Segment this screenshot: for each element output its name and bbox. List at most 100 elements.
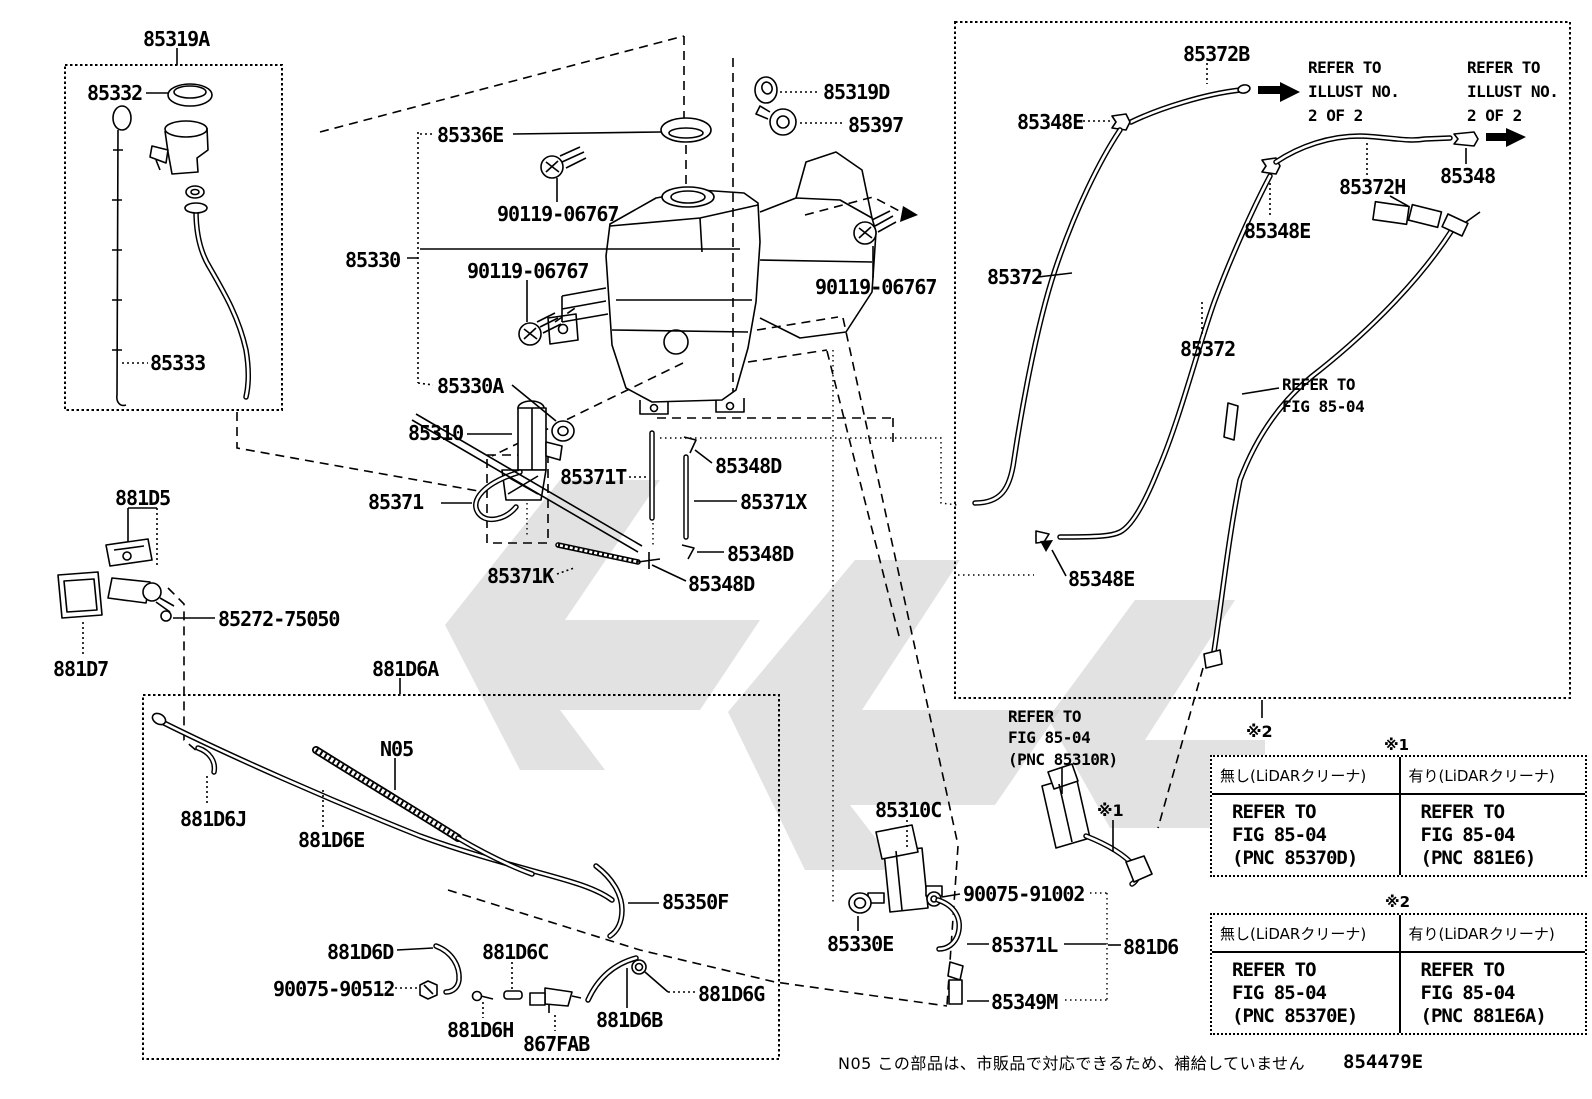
joint-881D6C bbox=[503, 962, 523, 1000]
part-label-85332: 85332 bbox=[87, 81, 142, 105]
part-label-85371X: 85371X bbox=[740, 490, 807, 514]
refer-illust-2-line1: REFER TO bbox=[1467, 58, 1540, 77]
table-2-cell-with-line1: REFER TO bbox=[1420, 959, 1506, 981]
part-label-85348E-2: 85348E bbox=[1244, 219, 1310, 243]
table-2-cell-without-line2: FIG 85-04 bbox=[1232, 982, 1327, 1004]
joint-881D6J bbox=[195, 745, 218, 806]
part-label-881D6B: 881D6B bbox=[596, 1008, 663, 1032]
hose-881D6B bbox=[585, 955, 639, 1008]
lidar-cleaner-valve-cluster bbox=[57, 507, 215, 655]
document-code: 854479E bbox=[1343, 1051, 1424, 1073]
nozzle-867FAB bbox=[529, 987, 582, 1031]
lidar-hose-assembly bbox=[1203, 195, 1481, 669]
refer-fig8504-line1: REFER TO bbox=[1282, 375, 1355, 394]
valve-85397 bbox=[755, 105, 845, 136]
table-2-cell-with: REFER TO FIG 85-04 (PNC 881E6A) bbox=[1398, 953, 1586, 1033]
bracket-881D6 bbox=[1065, 892, 1108, 1001]
part-label-85310C: 85310C bbox=[875, 798, 941, 822]
part-label-85350F: 85350F bbox=[662, 890, 728, 914]
part-label-85349M: 85349M bbox=[991, 990, 1058, 1014]
connector-85348 bbox=[1453, 131, 1479, 164]
part-label-881D7: 881D7 bbox=[53, 657, 108, 681]
hose-N05 bbox=[312, 746, 535, 877]
refer-illust-1-line2: ILLUST NO. bbox=[1308, 82, 1399, 101]
hose-881D6E bbox=[151, 712, 615, 903]
part-label-881D6G: 881D6G bbox=[698, 982, 765, 1006]
part-label-85330E: 85330E bbox=[827, 932, 893, 956]
refer-illust-2-line2: ILLUST NO. bbox=[1467, 82, 1558, 101]
hose-set-box-881D6A bbox=[142, 678, 780, 1060]
tube-85371X bbox=[683, 454, 737, 540]
note-mark-1: ※1 bbox=[1097, 801, 1124, 820]
refer-text-blocks: REFER TO ILLUST NO. 2 OF 2 REFER TO ILLU… bbox=[1008, 58, 1559, 769]
part-label-881D6: 881D6 bbox=[1123, 935, 1178, 959]
table-1-cell-with-line3: (PNC 881E6) bbox=[1420, 847, 1537, 869]
leader-85336E bbox=[512, 131, 662, 135]
table-1-header-without: 無し(LiDARクリーナ) bbox=[1212, 757, 1399, 795]
part-label-85348E-1: 85348E bbox=[1017, 110, 1083, 134]
joint-85350F bbox=[593, 863, 659, 939]
part-label-90075-91002: 90075-91002 bbox=[963, 882, 1084, 906]
part-label-881D6H: 881D6H bbox=[447, 1018, 513, 1042]
construction-lines bbox=[167, 35, 1204, 1007]
part-label-85371: 85371 bbox=[368, 490, 424, 514]
refer-illust-1-line1: REFER TO bbox=[1308, 58, 1381, 77]
table-2-header-without: 無し(LiDARクリーナ) bbox=[1212, 915, 1399, 953]
part-label-85348D-1: 85348D bbox=[715, 454, 782, 478]
part-label-90119-06767-1: 90119-06767 bbox=[497, 202, 618, 226]
clips-85348D bbox=[637, 436, 724, 582]
leader-85330 bbox=[407, 248, 740, 259]
tube-85372H bbox=[1273, 133, 1453, 176]
table-1-cell-without-line2: FIG 85-04 bbox=[1232, 824, 1327, 846]
tube-85372-1 bbox=[972, 127, 1123, 506]
part-label-85310: 85310 bbox=[408, 421, 463, 445]
direction-arrows bbox=[1258, 82, 1526, 147]
grommet-85319D bbox=[754, 76, 820, 104]
part-label-85348D-2: 85348D bbox=[727, 542, 794, 566]
refer-illust-1-line3: 2 OF 2 bbox=[1308, 106, 1363, 125]
watermark-logo bbox=[445, 480, 1265, 870]
table-1-cell-without-line3: (PNC 85370D) bbox=[1232, 847, 1358, 869]
grommet-85330A bbox=[551, 420, 575, 442]
pump-85310C-assembly bbox=[848, 820, 1121, 1005]
tube-85372-2 bbox=[1057, 173, 1273, 540]
part-label-85371L: 85371L bbox=[991, 933, 1058, 957]
table-2-header-with: 有り(LiDARクリーナ) bbox=[1398, 915, 1585, 953]
part-label-881D6A: 881D6A bbox=[372, 657, 439, 681]
refer-pnc85310R-line1: REFER TO bbox=[1008, 707, 1081, 726]
funnel-part bbox=[149, 120, 251, 400]
part-label-85272-75050: 85272-75050 bbox=[218, 607, 339, 631]
tube-85371T bbox=[629, 430, 655, 521]
screw-90119-06767-1 bbox=[540, 146, 587, 202]
part-label-85348E-3: 85348E bbox=[1068, 567, 1134, 591]
footnote-text: N05 この部品は、市販品で対応できるため、補給していません bbox=[838, 1054, 1306, 1073]
part-label-85330A: 85330A bbox=[437, 374, 504, 398]
part-label-867FAB: 867FAB bbox=[523, 1032, 590, 1056]
leader-85330A bbox=[511, 384, 557, 422]
pump-85310R-assembly bbox=[1041, 763, 1153, 887]
grommet-85330E bbox=[848, 892, 872, 914]
part-label-85372-1: 85372 bbox=[987, 265, 1042, 289]
clamp-90075-90512 bbox=[385, 980, 438, 1000]
table-2-cell-with-line2: FIG 85-04 bbox=[1420, 982, 1516, 1004]
hose-routing-box bbox=[954, 21, 1571, 718]
table-1-ref-mark: ※1 bbox=[1384, 736, 1410, 754]
table-1-cell-with-line1: REFER TO bbox=[1420, 801, 1506, 823]
lidar-note-table-2: 無し(LiDARクリーナ) 有り(LiDARクリーナ) REFER TO FIG… bbox=[1210, 913, 1587, 1035]
table-1-header-with: 有り(LiDARクリーナ) bbox=[1398, 757, 1585, 795]
clip-85348E-3 bbox=[1035, 530, 1067, 577]
part-label-881D5: 881D5 bbox=[115, 486, 170, 510]
part-label-90119-06767-3: 90119-06767 bbox=[815, 275, 936, 299]
part-labels: 85319A 85332 85333 85336E 85330 90119-06… bbox=[53, 27, 1496, 1056]
screw-90119-06767-2 bbox=[518, 280, 562, 346]
part-label-85372-2: 85372 bbox=[1180, 337, 1235, 361]
table-2-cell-without-line3: (PNC 85370E) bbox=[1232, 1005, 1358, 1027]
hose-85371 bbox=[411, 413, 643, 553]
part-label-85336E: 85336E bbox=[437, 123, 503, 147]
part-label-85372H: 85372H bbox=[1339, 175, 1405, 199]
table-1-cell-with: REFER TO FIG 85-04 (PNC 881E6) bbox=[1398, 795, 1586, 875]
part-label-85319D: 85319D bbox=[823, 80, 890, 104]
tube-85372B bbox=[1128, 63, 1251, 125]
clamp-881D6G bbox=[631, 959, 696, 993]
table-2-cell-with-line3: (PNC 881E6A) bbox=[1420, 1005, 1547, 1027]
